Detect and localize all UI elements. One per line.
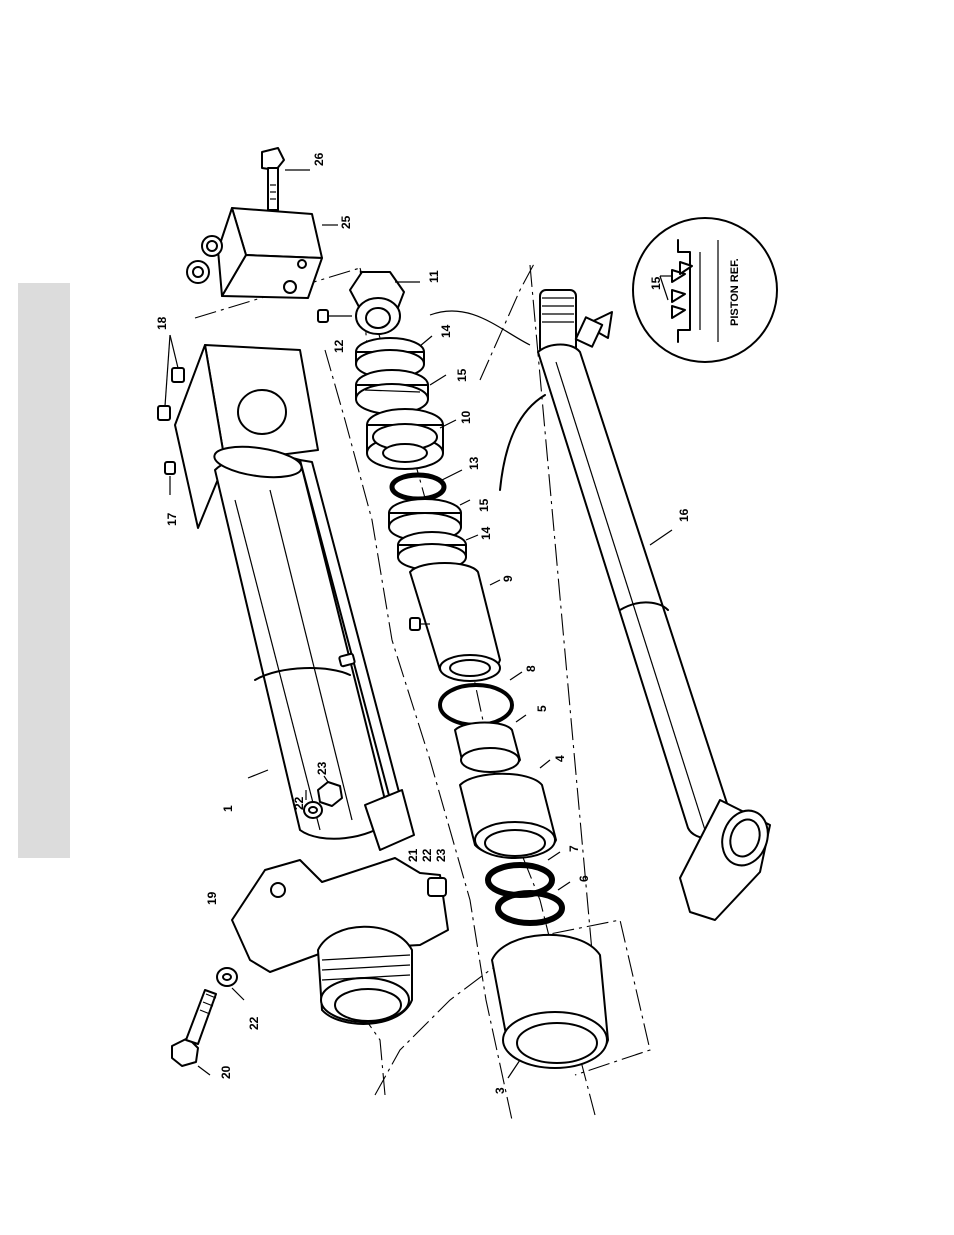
part-12-set-screw: [318, 310, 352, 322]
label-23-side: 23: [315, 761, 329, 775]
label-25: 25: [339, 215, 353, 229]
part-9-spacer-tube: [410, 563, 500, 681]
label-7: 7: [567, 845, 581, 852]
label-14-lower: 14: [479, 526, 493, 540]
label-1: 1: [221, 805, 235, 812]
label-16: 16: [677, 508, 691, 522]
label-17: 17: [165, 512, 179, 526]
label-8: 8: [524, 665, 538, 672]
label-22-side: 22: [292, 796, 306, 810]
label-15-lower: 15: [477, 498, 491, 512]
inset-title: PISTON REF.: [729, 258, 741, 326]
label-5: 5: [535, 705, 549, 712]
part-4-gland: [460, 760, 556, 858]
label-9: 9: [501, 575, 515, 582]
label-11: 11: [427, 270, 441, 283]
part-20-bolt: [172, 990, 216, 1075]
label-4: 4: [553, 755, 567, 762]
part-26-bolt: [262, 148, 310, 210]
part-6-wiper: [498, 882, 570, 923]
part-22-washer: [217, 968, 244, 1000]
part-5-bushing: [455, 715, 526, 772]
label-21: 21: [406, 848, 420, 862]
part-25-valve-block: [187, 208, 338, 298]
part-15-seal-upper: [356, 370, 446, 414]
label-13: 13: [467, 456, 481, 470]
part-16-piston-rod: [538, 290, 775, 920]
label-22-bracket: 22: [420, 848, 434, 862]
label-15-upper: 15: [455, 368, 469, 382]
label-18: 18: [155, 316, 169, 330]
label-23-bracket: 23: [434, 848, 448, 862]
label-14-upper: 14: [439, 324, 453, 338]
inset-label-15: 15: [649, 276, 663, 290]
label-20: 20: [219, 1065, 233, 1079]
label-22-bolt: 22: [247, 1016, 261, 1030]
label-26: 26: [312, 152, 326, 166]
label-6: 6: [577, 875, 591, 882]
part-11-nut: [350, 272, 420, 334]
label-10: 10: [459, 410, 473, 424]
part-10-piston: [367, 409, 456, 469]
label-19: 19: [205, 891, 219, 905]
part-13-o-ring: [392, 470, 462, 499]
label-12: 12: [332, 339, 346, 353]
label-3: 3: [493, 1087, 507, 1094]
part-3-end-cap: [492, 935, 608, 1078]
